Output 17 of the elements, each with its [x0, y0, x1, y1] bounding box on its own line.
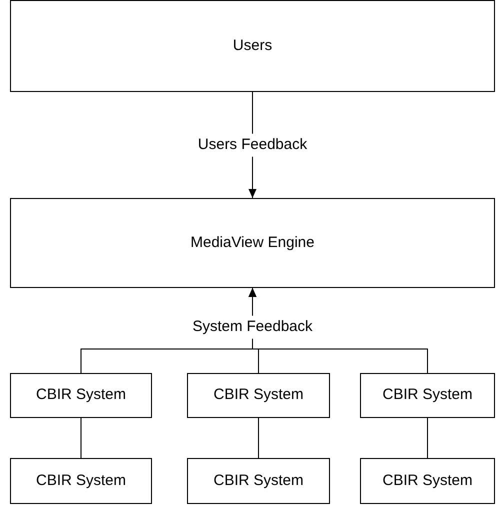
box-label: Users [232, 36, 272, 56]
process-box [10, 0, 495, 92]
box-label: MediaView Engine [190, 232, 314, 253]
box-label: CBIR System [382, 385, 472, 406]
process-box [360, 458, 495, 504]
process-box [360, 373, 495, 418]
box-label: CBIR System [213, 470, 304, 491]
process-box [187, 373, 330, 418]
process-box [187, 458, 330, 504]
box-label: CBIR System [36, 470, 126, 491]
connector-arrow [248, 288, 428, 374]
process-box [10, 458, 152, 504]
box-label: CBIR System [382, 470, 472, 491]
process-box [10, 373, 152, 418]
process-box [10, 198, 495, 288]
box-label: CBIR System [213, 385, 304, 406]
box-label: CBIR System [36, 385, 126, 406]
